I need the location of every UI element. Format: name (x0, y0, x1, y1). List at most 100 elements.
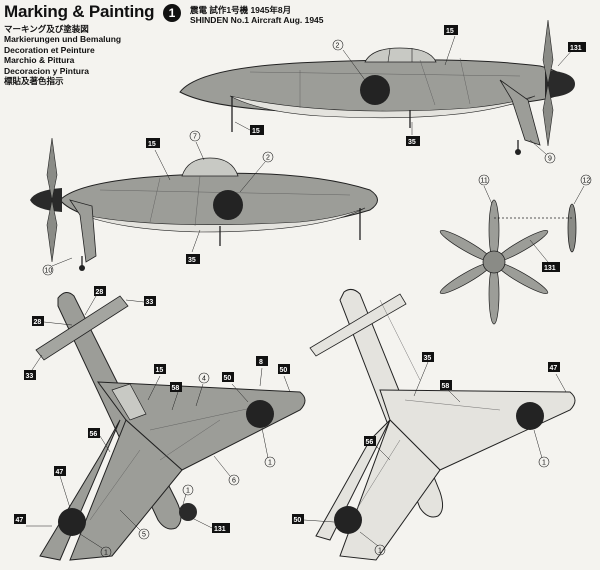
svg-text:1: 1 (268, 460, 272, 467)
callout-labels: 2 15 131 15 35 9 15 7 2 35 10 11 12 131 … (14, 25, 592, 558)
callout-bottom-58: 58 (440, 380, 461, 403)
subtitle-italian: Marchio & Pittura (4, 55, 75, 66)
svg-text:56: 56 (366, 439, 374, 446)
svg-text:7: 7 (193, 134, 197, 141)
svg-text:35: 35 (188, 257, 196, 264)
callout-left-15: 15 (146, 138, 171, 181)
svg-text:28: 28 (34, 319, 42, 326)
callout-right-35: 35 (406, 122, 420, 146)
svg-text:33: 33 (26, 373, 34, 380)
svg-text:33: 33 (146, 299, 154, 306)
aircraft-spec-english: SHINDEN No.1 Aircraft Aug. 1945 (190, 15, 324, 25)
subtitle-japanese: マーキング及び塗装図 (4, 24, 89, 34)
callout-top-56: 56 (88, 428, 111, 453)
callout-right-15b: 15 (234, 121, 264, 135)
callout-top-1b: 1 (79, 533, 112, 558)
aircraft-spec-japanese: 震電 試作1号機 1945年8月 (190, 5, 292, 15)
svg-text:5: 5 (142, 532, 146, 539)
callout-top-1c: 1 (181, 484, 194, 509)
callout-bottom-1a: 1 (533, 429, 550, 468)
side-view-left (30, 137, 378, 271)
callout-bottom-47: 47 (548, 362, 567, 393)
svg-text:47: 47 (16, 517, 24, 524)
callout-left-10: 10 (42, 257, 73, 276)
top-view (35, 292, 306, 561)
callout-left-2: 2 (239, 151, 274, 193)
callout-top-33a: 33 (125, 296, 156, 306)
sheet-title: Marking & Painting (4, 2, 155, 21)
svg-text:1: 1 (186, 488, 190, 495)
multilingual-subtitles: マーキング及び塗装図 Markierungen und Bemalung Dec… (4, 24, 121, 86)
callout-top-47a: 47 (54, 466, 71, 509)
callout-top-8: 8 (256, 356, 268, 387)
callout-top-47b: 47 (14, 514, 52, 527)
callout-top-5: 5 (119, 509, 150, 540)
subtitle-french: Decoration et Peinture (4, 44, 95, 55)
callout-prop-11: 11 (478, 174, 493, 205)
hinomaru-insignia (213, 190, 243, 220)
hinomaru-insignia (334, 506, 362, 534)
svg-text:4: 4 (202, 376, 206, 383)
svg-text:1: 1 (542, 460, 546, 467)
callout-top-6: 6 (213, 455, 240, 486)
subtitle-chinese: 標貼及著色指示 (4, 76, 64, 87)
svg-text:47: 47 (550, 365, 558, 372)
svg-text:9: 9 (548, 156, 552, 163)
svg-text:58: 58 (442, 383, 450, 390)
subtitle-german: Markierungen und Bemalung (4, 34, 122, 45)
svg-text:50: 50 (280, 367, 288, 374)
callout-top-33b: 33 (24, 354, 43, 380)
svg-text:11: 11 (481, 178, 488, 185)
svg-text:28: 28 (96, 289, 104, 296)
svg-text:131: 131 (544, 265, 556, 272)
callout-bottom-35: 35 (413, 352, 434, 397)
callout-top-28b: 28 (32, 316, 73, 326)
callout-right-2: 2 (332, 39, 366, 81)
svg-text:131: 131 (214, 526, 226, 533)
hinomaru-insignia (360, 75, 390, 105)
hinomaru-insignia (516, 402, 544, 430)
svg-text:2: 2 (336, 43, 340, 50)
svg-text:6: 6 (232, 478, 236, 485)
callout-top-1a: 1 (261, 427, 276, 468)
callout-top-58: 58 (170, 382, 182, 411)
svg-text:58: 58 (172, 385, 180, 392)
subtitle-spanish: Decoracion y Pintura (4, 65, 90, 76)
callout-left-35: 35 (186, 229, 201, 264)
svg-text:8: 8 (259, 359, 263, 366)
svg-text:50: 50 (224, 375, 232, 382)
callout-prop-131: 131 (529, 239, 560, 272)
hinomaru-insignia (58, 508, 86, 536)
callout-top-50a: 50 (222, 372, 249, 403)
svg-text:15: 15 (156, 367, 164, 374)
callout-bottom-1b: 1 (359, 531, 386, 556)
callout-left-7: 7 (189, 130, 205, 161)
callout-bottom-56: 56 (364, 436, 391, 461)
callout-right-131: 131 (557, 42, 586, 67)
step-number-badge: 1 (163, 4, 181, 22)
callout-top-50b: 50 (278, 364, 291, 393)
callout-right-9: 9 (529, 139, 556, 164)
callout-top-131: 131 (191, 517, 230, 533)
svg-text:12: 12 (583, 178, 591, 185)
svg-text:2: 2 (266, 155, 270, 162)
callout-top-28a: 28 (84, 286, 106, 316)
svg-text:10: 10 (45, 268, 53, 275)
callout-prop-12: 12 (573, 174, 592, 205)
svg-text:15: 15 (148, 141, 156, 148)
callout-bottom-50: 50 (292, 514, 335, 524)
callout-top-15: 15 (147, 364, 166, 401)
bottom-view (309, 288, 576, 561)
svg-text:35: 35 (424, 355, 432, 362)
callout-right-15a: 15 (444, 25, 458, 66)
svg-text:131: 131 (570, 45, 582, 52)
propeller-detail (439, 199, 577, 325)
svg-text:50: 50 (294, 517, 302, 524)
svg-text:47: 47 (56, 469, 64, 476)
side-view-right (179, 19, 575, 155)
callout-top-4: 4 (195, 372, 210, 407)
svg-text:35: 35 (408, 139, 416, 146)
hinomaru-insignia (246, 400, 274, 428)
